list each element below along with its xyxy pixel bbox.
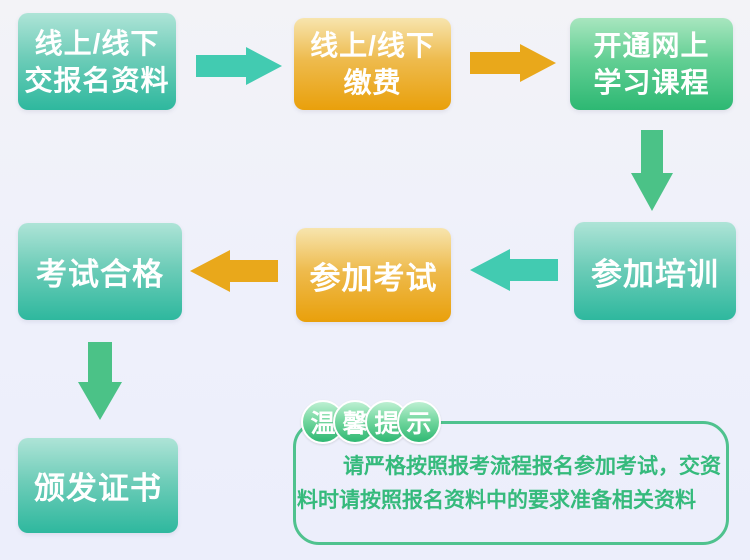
flow-step-open-online-course: 开通网上 学习课程 — [570, 18, 733, 110]
arrow-head — [631, 173, 673, 211]
down-arrow-icon — [631, 130, 673, 211]
arrow-stem — [196, 55, 246, 77]
arrow-stem — [470, 52, 520, 74]
arrow-stem — [510, 259, 558, 281]
tip-title-badges: 温 馨 提 示 — [301, 400, 441, 444]
arrow-head — [246, 47, 282, 85]
arrow-stem — [641, 130, 663, 173]
flow-step-pass-exam: 考试合格 — [18, 223, 182, 320]
tip-text-line: 请严格按照报考流程报名参加考试，交资 — [343, 455, 721, 478]
flow-step-label-line: 参加考试 — [309, 260, 438, 296]
arrow-head — [520, 44, 556, 82]
flow-step-issue-certificate: 颁发证书 — [18, 438, 178, 533]
arrow-head — [78, 382, 122, 420]
arrow-stem — [230, 260, 278, 282]
arrow-stem — [88, 342, 112, 382]
flow-step-label-line: 线上/线下 — [310, 30, 435, 61]
flow-step-take-exam: 参加考试 — [296, 228, 451, 322]
flow-step-label-line: 颁发证书 — [34, 471, 162, 506]
flow-step-label-line: 开通网上 — [593, 30, 710, 61]
right-arrow-icon — [470, 44, 556, 82]
flow-step-pay-fee: 线上/线下 缴费 — [294, 18, 451, 110]
tip-title-badge: 示 — [397, 400, 441, 444]
flow-step-label-line: 线上/线下 — [34, 27, 160, 59]
left-arrow-icon — [470, 249, 558, 291]
tip-text: 请严格按照报考流程报名参加考试，交资 料时请按照报名资料中的要求准备相关资料 — [297, 450, 727, 518]
flow-step-label-line: 考试合格 — [36, 257, 164, 292]
flow-step-label-line: 缴费 — [343, 67, 402, 98]
right-arrow-icon — [196, 47, 282, 85]
tip-text-line: 料时请按照报名资料中的要求准备相关资料 — [297, 489, 696, 512]
flow-step-attend-training: 参加培训 — [574, 222, 736, 320]
flow-step-label-line: 学习课程 — [593, 67, 710, 98]
down-arrow-icon — [78, 342, 122, 420]
flow-step-label-line: 参加培训 — [591, 256, 719, 292]
left-arrow-icon — [190, 250, 278, 292]
arrow-head — [190, 250, 230, 292]
flow-step-submit-materials: 线上/线下 交报名资料 — [18, 13, 176, 110]
flow-step-label-line: 交报名资料 — [24, 64, 170, 96]
tip-callout-box — [293, 421, 729, 545]
arrow-head — [470, 249, 510, 291]
